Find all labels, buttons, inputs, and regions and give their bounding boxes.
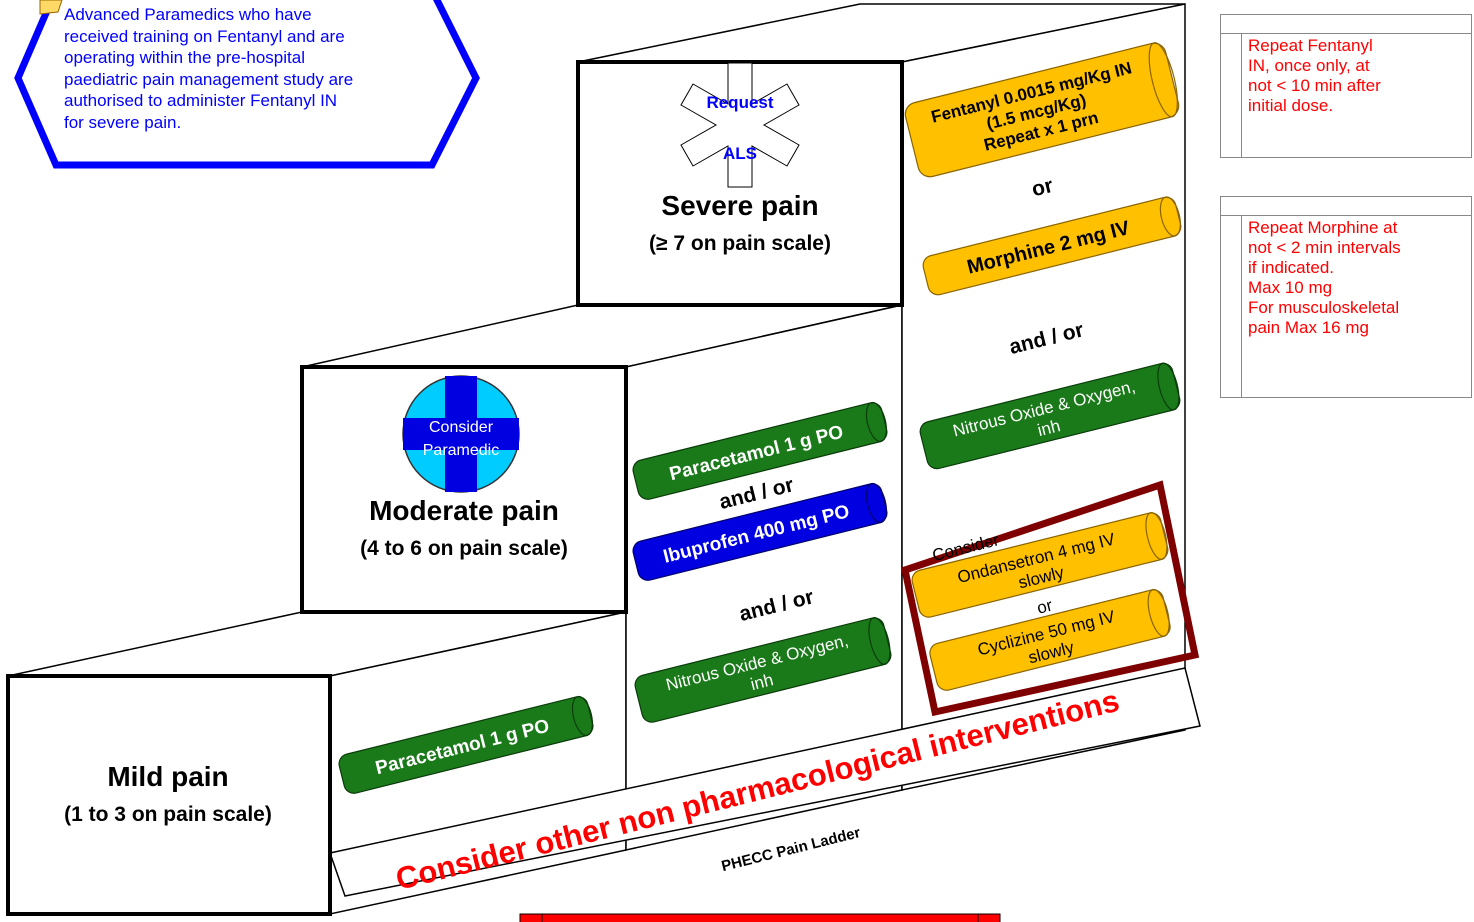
antiemetic-highlight-box bbox=[900, 480, 1200, 717]
bottom-red-bar bbox=[519, 913, 1001, 922]
severe-pain-title: Severe pain bbox=[661, 190, 818, 221]
severe-or-connector-2: or bbox=[1035, 596, 1055, 618]
moderate-nitrous-label-2: inh bbox=[749, 670, 776, 694]
paramedic-cross-icon bbox=[402, 375, 520, 493]
severe-fentanyl-cylinder bbox=[904, 42, 1180, 178]
fentanyl-authorisation-callout bbox=[14, 0, 480, 169]
moderate-paracetamol-cylinder bbox=[632, 402, 888, 500]
moderate-ibuprofen-cylinder bbox=[632, 483, 888, 581]
fentanyl-repeat-note-text: Repeat Fentanyl IN, once only, at not < … bbox=[1248, 36, 1381, 115]
moderate-pain-title: Moderate pain bbox=[369, 495, 559, 526]
mild-pain-scale: (1 to 3 on pain scale) bbox=[64, 803, 272, 826]
severe-pain-scale: (≥ 7 on pain scale) bbox=[649, 232, 831, 255]
morphine-repeat-note-text: Repeat Morphine at not < 2 min intervals… bbox=[1248, 218, 1401, 337]
ladder-base-band bbox=[329, 667, 1201, 897]
mild-step-front bbox=[6, 674, 332, 916]
severe-badge-line2: ALS bbox=[723, 144, 757, 163]
morphine-repeat-note: Repeat Morphine at not < 2 min intervals… bbox=[1220, 196, 1472, 398]
moderate-pain-scale: (4 to 6 on pain scale) bbox=[360, 537, 568, 560]
severe-nitrous-label-2: inh bbox=[1036, 416, 1063, 440]
moderate-nitrous-cylinder bbox=[634, 617, 892, 723]
mild-pain-title: Mild pain bbox=[107, 761, 228, 792]
severe-badge-line1: Request bbox=[706, 93, 773, 112]
fentanyl-authorisation-text: Advanced Paramedics who have received tr… bbox=[64, 5, 354, 132]
callout-flag-icon bbox=[39, 0, 63, 15]
moderate-badge-line1: Consider bbox=[429, 419, 494, 436]
severe-ondansetron-cylinder bbox=[911, 512, 1169, 618]
severe-morphine-cylinder bbox=[922, 196, 1182, 296]
severe-nitrous-cylinder bbox=[919, 362, 1181, 470]
severe-cyclizine-cylinder bbox=[929, 589, 1171, 691]
mild-paracetamol-cylinder bbox=[338, 696, 594, 794]
fentanyl-repeat-note: Repeat Fentanyl IN, once only, at not < … bbox=[1220, 14, 1472, 158]
star-of-life-icon bbox=[680, 62, 800, 188]
ladder-title: PHECC Pain Ladder bbox=[720, 824, 863, 875]
moderate-badge-line2: Paramedic bbox=[423, 442, 499, 459]
